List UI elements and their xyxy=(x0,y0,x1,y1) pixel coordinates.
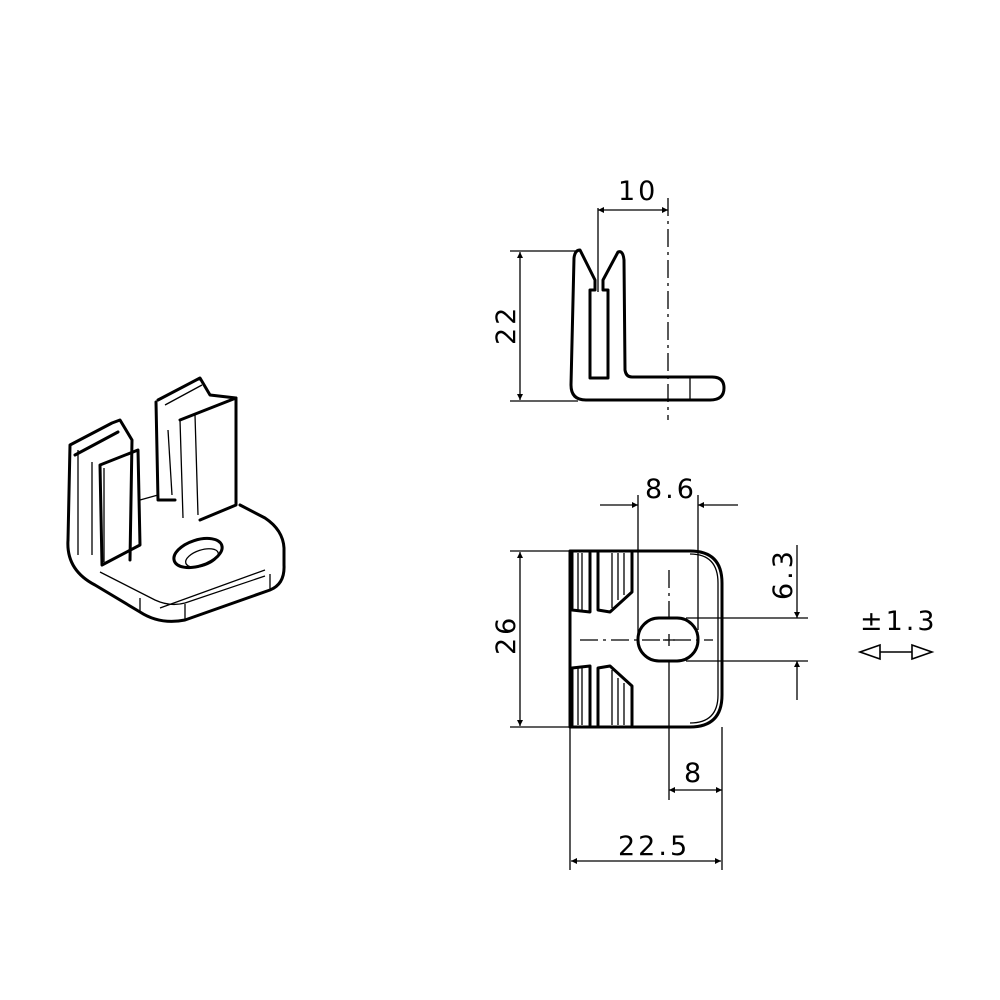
dim-edge-to-hole: 8 xyxy=(684,758,704,789)
dim-hole-x: 8.6 xyxy=(645,474,697,505)
dim-depth: 26 xyxy=(491,615,522,655)
side-view: 10 22 xyxy=(491,176,726,420)
tolerance-label: ±1.3 xyxy=(860,606,938,637)
dim-overall-width: 22.5 xyxy=(618,831,690,862)
dim-slot-width: 6.3 xyxy=(768,548,799,600)
top-view: 8.6 6.3 ±1.3 26 8 22.5 xyxy=(491,474,938,870)
dim-height: 22 xyxy=(491,305,522,345)
isometric-view xyxy=(66,376,286,623)
double-arrow-horizontal-icon xyxy=(857,643,935,661)
dim-slot-offset: 10 xyxy=(618,176,658,207)
